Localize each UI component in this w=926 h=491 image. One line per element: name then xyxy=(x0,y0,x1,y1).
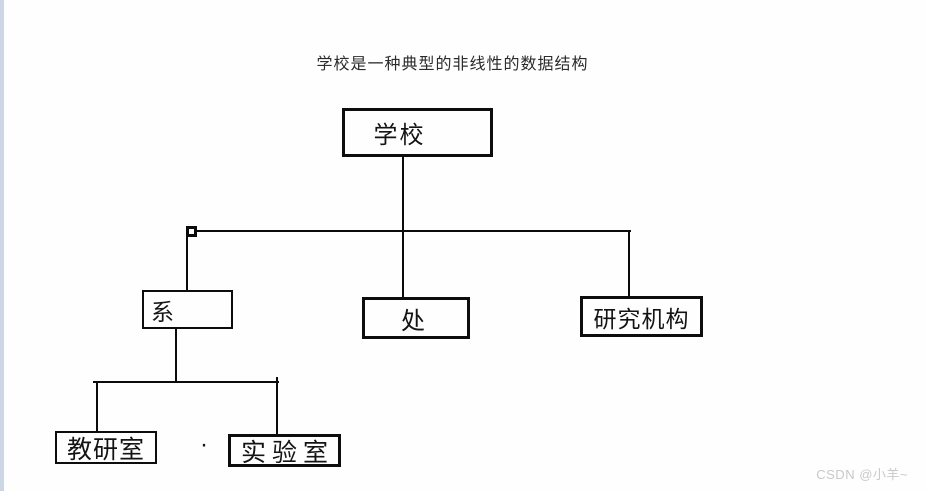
edge-level1-horizontal xyxy=(190,230,631,232)
selection-handle-square xyxy=(186,226,197,237)
node-laboratory: 实验室 xyxy=(228,434,341,467)
edge-to-research xyxy=(628,232,630,296)
node-teaching-office: 教研室 xyxy=(55,431,157,464)
diagram-title: 学校是一种典型的非线性的数据结构 xyxy=(316,56,589,73)
edge-to-department xyxy=(186,232,188,290)
node-office: 处 xyxy=(362,297,470,339)
page-left-edge-strip xyxy=(0,0,4,491)
node-school-label: 学校 xyxy=(373,122,426,149)
node-department: 系 xyxy=(142,290,233,329)
edge-department-trunk xyxy=(175,328,177,383)
edge-to-lab xyxy=(276,377,278,434)
stray-dot: · xyxy=(200,431,208,458)
node-office-label: 处 xyxy=(401,307,425,335)
edge-level2-horizontal xyxy=(93,381,279,383)
edge-to-teaching xyxy=(96,383,98,431)
node-department-label: 系 xyxy=(151,298,174,325)
node-school: 学校 xyxy=(342,108,493,157)
edge-school-trunk xyxy=(402,156,404,309)
node-teaching-office-label: 教研室 xyxy=(66,435,145,464)
node-laboratory-label: 实验室 xyxy=(240,438,334,467)
csdn-watermark: CSDN @小羊~ xyxy=(816,467,908,482)
node-research-institution: 研究机构 xyxy=(580,296,703,337)
node-research-institution-label: 研究机构 xyxy=(593,305,690,332)
